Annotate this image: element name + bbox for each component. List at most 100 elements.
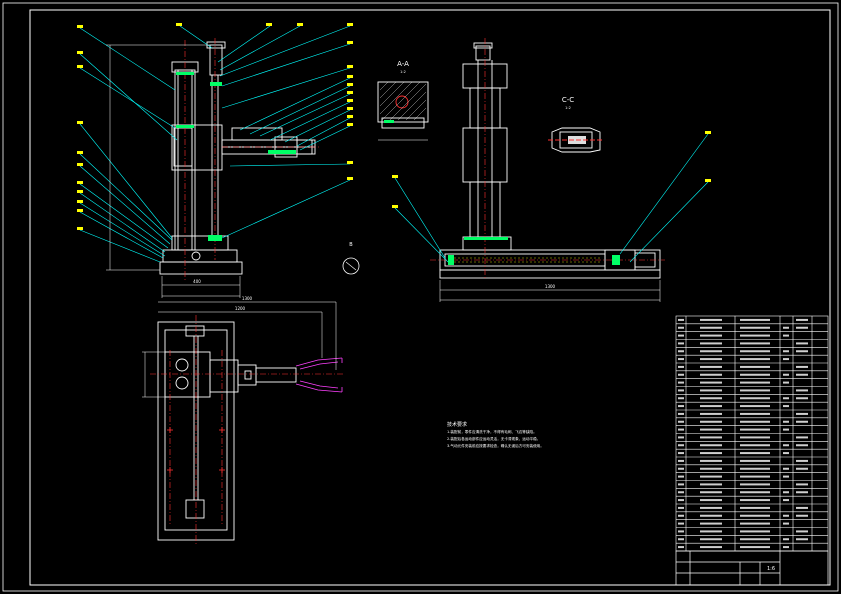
bom-cell-text [678, 444, 684, 447]
bom-cell-text [796, 342, 808, 345]
bom-cell-text [796, 436, 808, 439]
bom-cell-text [678, 506, 684, 509]
bom-cell-text [740, 397, 770, 400]
section-aa-hatching [379, 81, 427, 121]
bom-cell-text [740, 483, 770, 486]
bom-cell-text [740, 522, 770, 525]
bom-cell-text [678, 522, 684, 525]
bom-cell-text [678, 475, 684, 478]
section-aa [377, 81, 429, 141]
bom-cell-text [678, 546, 684, 549]
bom-cell-text [700, 522, 722, 525]
bom-cell-text [678, 373, 684, 376]
bom-cell-text [678, 428, 684, 431]
frame-border [29, 9, 831, 586]
bom-cell-text [700, 365, 722, 368]
title-block-scale: 1:6 [767, 566, 775, 572]
bom-cell-text [740, 420, 770, 423]
bom-cell-text [783, 334, 789, 337]
bom-cell-text [783, 452, 789, 455]
bom-cell-text [783, 397, 789, 400]
bom-cell-text [740, 467, 770, 470]
bom-cell-text [700, 499, 722, 502]
bom-cell-text [783, 538, 789, 541]
bom-cell-text [740, 405, 770, 408]
plan-view-centerlines [150, 315, 345, 545]
detail-b-view [342, 257, 360, 275]
side-view-highlights [448, 237, 620, 265]
bom-cell-text [700, 467, 722, 470]
bom-cell-text [783, 522, 789, 525]
bom-cell-text [678, 514, 684, 517]
gripper-fingers [295, 357, 343, 393]
bom-cell-text [678, 459, 684, 462]
section-aa-highlight [384, 120, 394, 123]
section-cc [548, 127, 604, 153]
bom-cell-text [783, 475, 789, 478]
plan-sub-dim: 1200 [235, 306, 246, 311]
bom-cell-text [740, 452, 770, 455]
notes-line-1: 1.装配前，零件应清洗干净，不得有毛刺、飞边等缺陷。 [447, 429, 537, 434]
bom-cell-text [796, 420, 808, 423]
bom-cell-text [740, 358, 770, 361]
bom-cell-text [740, 342, 770, 345]
front-base-width-dim: 400 [193, 279, 201, 284]
bom-cell-text [700, 530, 722, 533]
bom-cell-text [796, 444, 808, 447]
bom-cell-text [740, 530, 770, 533]
bom-cell-text [796, 373, 808, 376]
bom-cell-text [740, 350, 770, 353]
bom-cell-text [740, 373, 770, 376]
bom-cell-text [796, 491, 808, 494]
bom-cell-text [740, 491, 770, 494]
bom-cell-text [678, 334, 684, 337]
bom-cell-text [700, 546, 722, 549]
bom-cell-text [783, 499, 789, 502]
bom-cell-text [678, 389, 684, 392]
bom-cell-text [700, 350, 722, 353]
bom-cell-text [700, 389, 722, 392]
bom-cell-text [796, 350, 808, 353]
bom-cell-text [678, 365, 684, 368]
bom-cell-text [700, 405, 722, 408]
bom-cell-text [700, 428, 722, 431]
bom-cell-text [700, 506, 722, 509]
bom-cell-text [796, 483, 808, 486]
bom-cell-text [783, 444, 789, 447]
bom-cell-text [700, 452, 722, 455]
bom-cell-text [700, 514, 722, 517]
plan-view-marks [167, 427, 225, 473]
bom-cell-text [740, 326, 770, 329]
front-view-centerlines [184, 38, 320, 280]
plan-total-dim: 1300 [242, 296, 253, 301]
bom-cell-text [678, 436, 684, 439]
bom-cell-text [678, 350, 684, 353]
notes-line-3: 3.气动元件安装前应按要求检查，确认无误后方可安装使用。 [447, 443, 544, 448]
bom-cell-text [678, 491, 684, 494]
bom-cell-text [796, 459, 808, 462]
side-view-leaders [394, 133, 709, 263]
side-view-hidden [450, 257, 600, 263]
bom-cell-text [700, 483, 722, 486]
side-view-dimensions [439, 280, 661, 302]
bom-cell-text [740, 428, 770, 431]
front-view-leaders [79, 25, 351, 263]
bom-cell-text [783, 358, 789, 361]
bom-cell-text [700, 491, 722, 494]
bom-cell-text [783, 326, 789, 329]
bom-cell-text [740, 412, 770, 415]
bom-cell-text [700, 326, 722, 329]
bom-cell-text [678, 538, 684, 541]
bom-cell-text [740, 538, 770, 541]
bom-cell-text [783, 546, 789, 549]
front-view-balloons [77, 23, 353, 230]
bom-cell-text [700, 397, 722, 400]
bom-cell-text [783, 373, 789, 376]
title-block [675, 550, 829, 586]
bom-cell-text [678, 467, 684, 470]
bom-cell-text [740, 389, 770, 392]
bom-cell-text [678, 326, 684, 329]
bom-cell-text [796, 514, 808, 517]
bom-cell-text [678, 405, 684, 408]
